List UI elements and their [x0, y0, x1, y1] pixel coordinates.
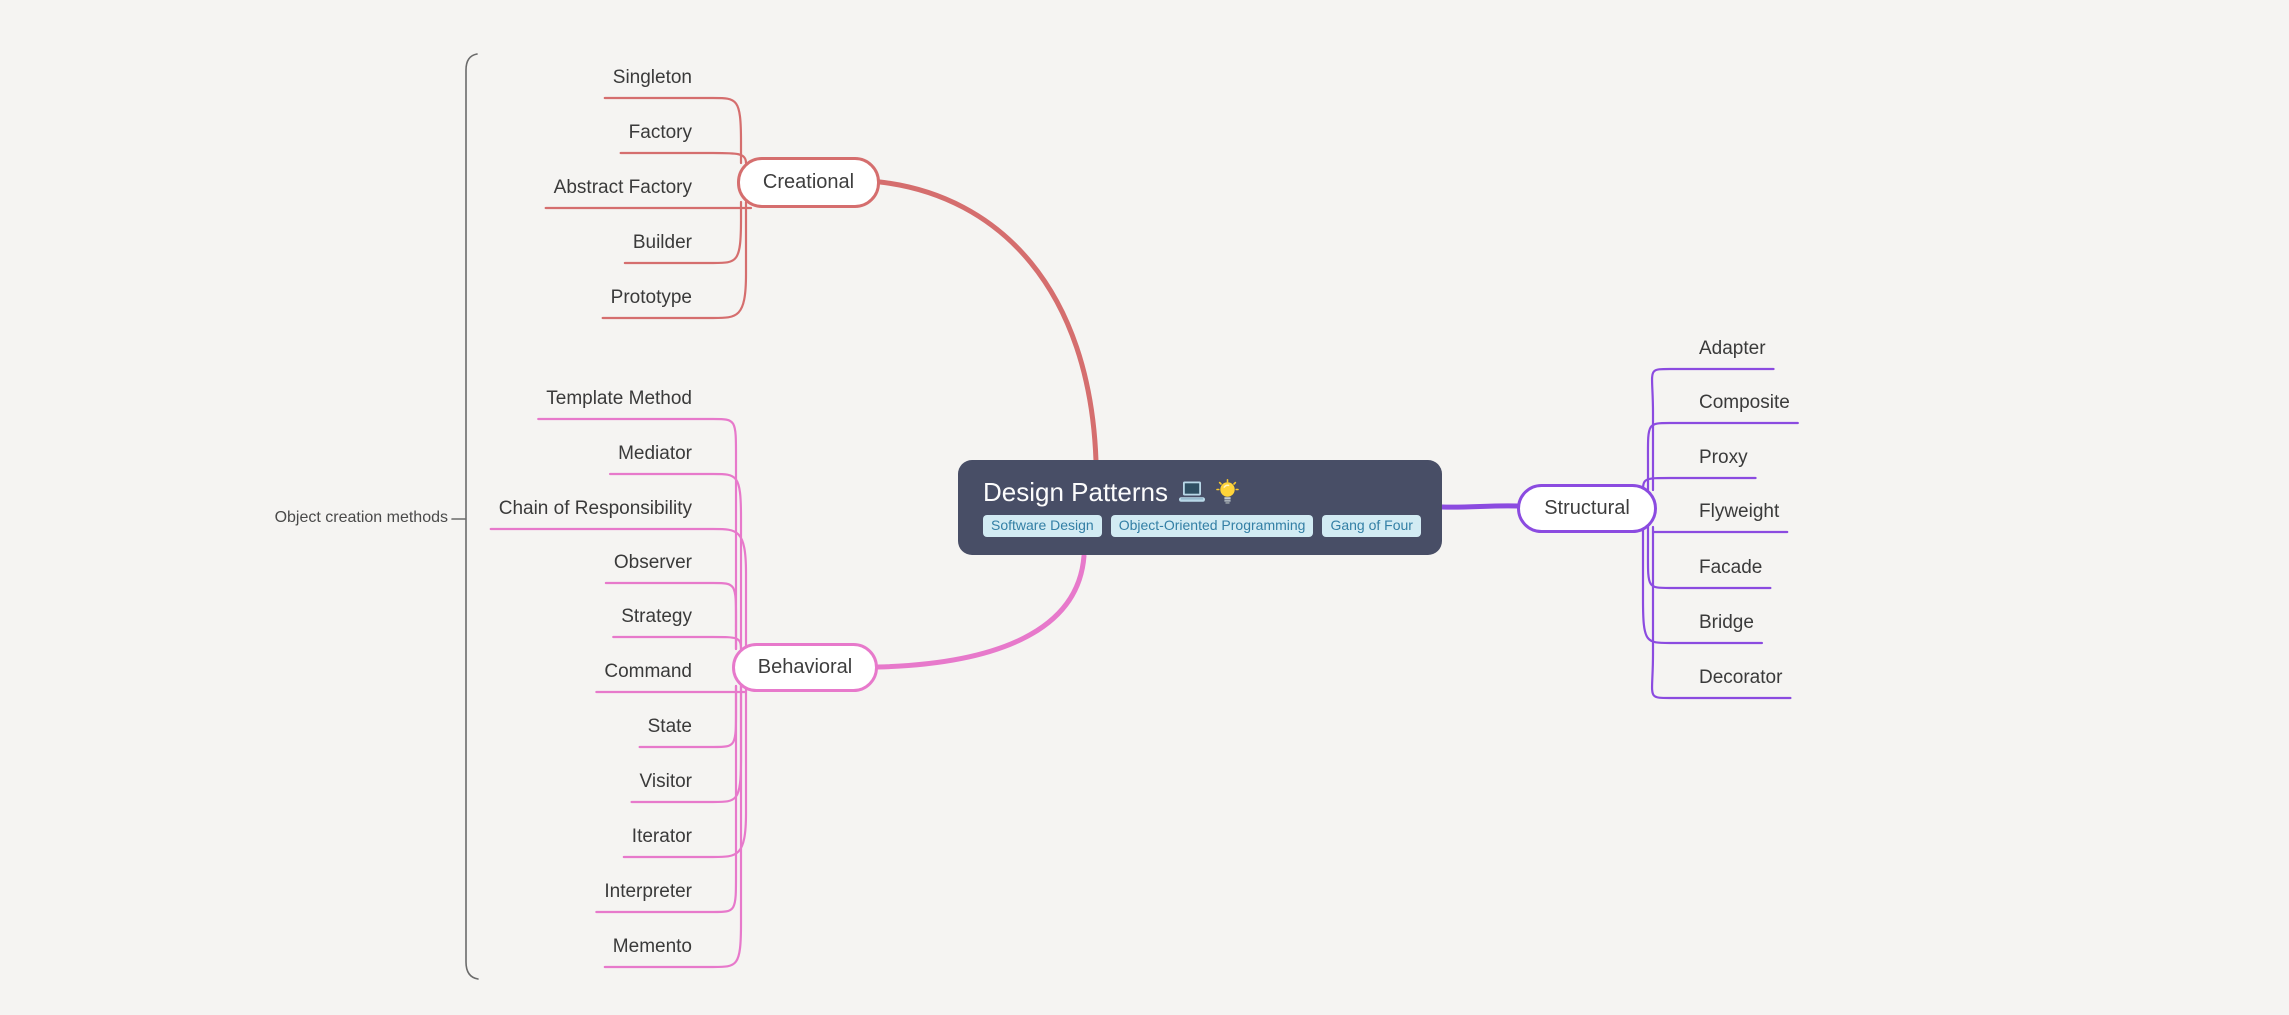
link-behavioral-2	[489, 527, 748, 651]
leaf-node-bridge[interactable]: Bridge	[1699, 612, 1754, 633]
root-title: Design Patterns	[983, 477, 1168, 508]
leaf-node-visitor[interactable]: Visitor	[639, 771, 692, 792]
leaf-node-memento[interactable]: Memento	[612, 936, 692, 957]
leaf-node-builder[interactable]: Builder	[632, 232, 692, 253]
leaf-node-strategy[interactable]: Strategy	[621, 606, 692, 627]
tag-gang-of-four: Gang of Four	[1322, 514, 1421, 537]
leaf-node-flyweight[interactable]: Flyweight	[1699, 501, 1780, 522]
branch-label-creational: Creational	[762, 171, 855, 193]
link-structural-4	[1646, 525, 1772, 590]
leaf-node-adapter[interactable]: Adapter	[1699, 338, 1766, 359]
link-structural-5	[1641, 525, 1764, 645]
leaf-node-composite[interactable]: Composite	[1699, 392, 1790, 413]
leaf-node-observer[interactable]: Observer	[613, 552, 692, 573]
link-behavioral-1	[608, 472, 743, 651]
leaf-node-interpreter[interactable]: Interpreter	[604, 881, 692, 902]
leaf-node-abstract-factory[interactable]: Abstract Factory	[553, 177, 692, 198]
link-behavioral-10	[603, 684, 743, 969]
link-creational-0	[603, 96, 743, 165]
leaf-node-prototype[interactable]: Prototype	[610, 287, 692, 308]
leaf-node-factory[interactable]: Factory	[628, 122, 692, 143]
tag-object-oriented-programming: Object-Oriented Programming	[1110, 514, 1314, 537]
link-structural-6	[1650, 525, 1792, 700]
leaf-node-singleton[interactable]: Singleton	[612, 67, 692, 88]
tag-software-design: Software Design	[983, 514, 1102, 537]
link-structural-2	[1641, 476, 1757, 492]
link-behavioral-8	[622, 684, 748, 859]
link-behavioral-0	[537, 417, 738, 651]
link-structural-1	[1646, 421, 1799, 492]
leaf-node-proxy[interactable]: Proxy	[1699, 447, 1748, 468]
leaf-node-mediator[interactable]: Mediator	[618, 443, 692, 464]
link-creational-4	[601, 200, 748, 320]
branch-node-structural[interactable]: Structural	[1517, 484, 1657, 533]
link-creational-3	[623, 200, 743, 265]
root-node[interactable]: Design Patterns	[958, 460, 1442, 555]
leaf-node-state[interactable]: State	[647, 716, 692, 737]
root-title-row: Design Patterns	[983, 478, 1417, 507]
branch-node-behavioral[interactable]: Behavioral	[732, 643, 878, 692]
link-behavioral-4	[612, 635, 743, 651]
link-creational-1	[619, 151, 748, 165]
laptop-icon	[1177, 481, 1207, 505]
leaf-node-chain-of-responsibility[interactable]: Chain of Responsibility	[498, 498, 692, 519]
branch-label-behavioral: Behavioral	[757, 656, 853, 678]
annotation-label: Object creation methods	[274, 509, 448, 526]
link-root-structural	[1439, 503, 1521, 510]
leaf-node-facade[interactable]: Facade	[1699, 557, 1763, 578]
link-behavioral-9	[595, 684, 738, 914]
leaf-node-iterator[interactable]: Iterator	[631, 826, 692, 847]
link-root-behavioral	[875, 553, 1087, 670]
root-tags: Software Design Object-Oriented Programm…	[983, 514, 1421, 537]
leaf-node-template-method[interactable]: Template Method	[546, 388, 692, 409]
link-root-creational	[877, 179, 1099, 464]
leaf-node-decorator[interactable]: Decorator	[1699, 667, 1783, 688]
branch-label-structural: Structural	[1544, 497, 1630, 519]
link-behavioral-3	[604, 581, 738, 651]
leaf-node-command[interactable]: Command	[604, 661, 692, 682]
lightbulb-icon	[1216, 479, 1239, 506]
annotation-bracket	[465, 53, 479, 980]
branch-node-creational[interactable]: Creational	[737, 157, 880, 208]
link-structural-0	[1650, 367, 1775, 492]
